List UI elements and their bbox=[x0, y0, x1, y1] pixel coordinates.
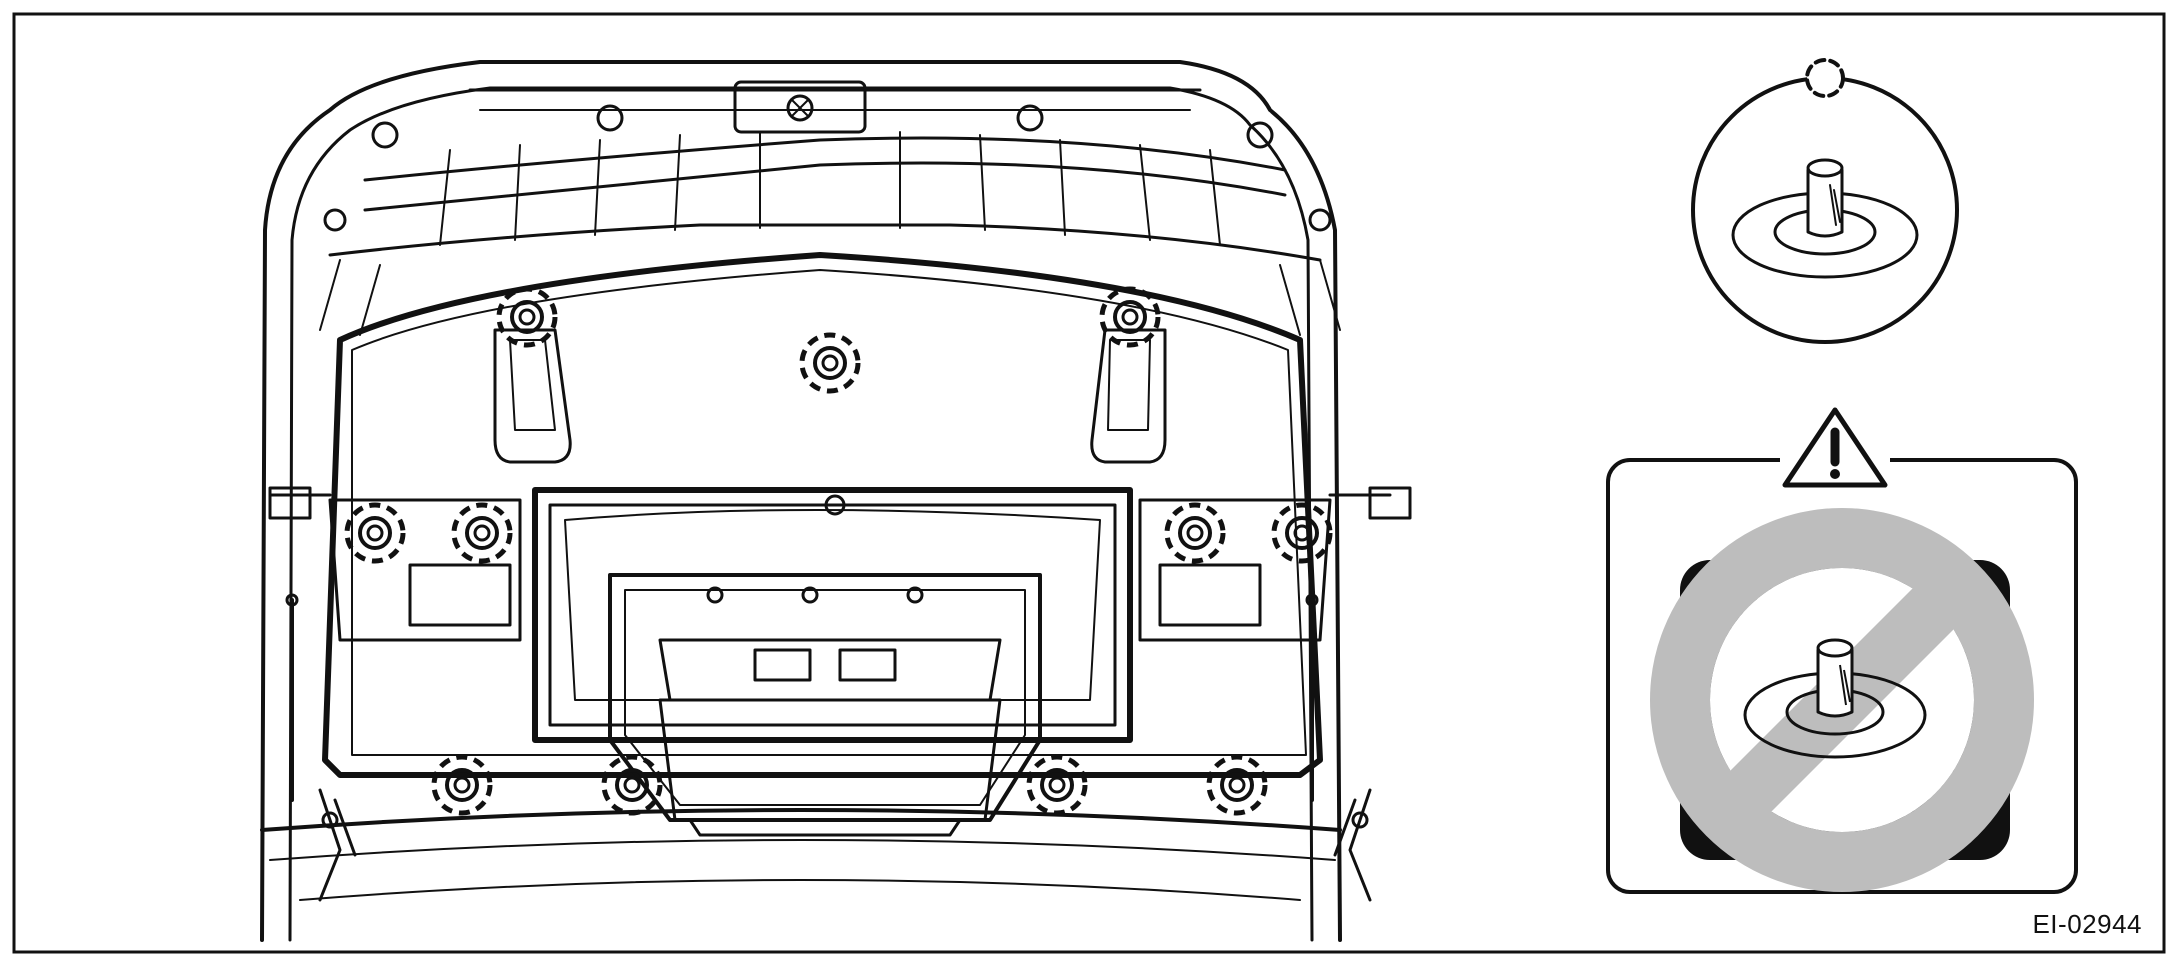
clip-marker bbox=[454, 505, 510, 561]
clip-detail-circle bbox=[1691, 58, 1959, 344]
figure-frame bbox=[12, 12, 2166, 954]
incorrect-install-panel bbox=[1606, 407, 2078, 894]
clip-marker bbox=[1274, 505, 1330, 561]
clip-marker bbox=[499, 289, 555, 345]
clip-marker bbox=[1167, 505, 1223, 561]
clip-marker bbox=[802, 335, 858, 391]
clip-marker bbox=[434, 757, 490, 813]
warning-triangle-icon bbox=[1782, 407, 1888, 488]
hood-underside bbox=[260, 60, 1412, 942]
clip-marker bbox=[1102, 289, 1158, 345]
figure-code: EI-02944 bbox=[2032, 909, 2142, 939]
clip-marker bbox=[604, 757, 660, 813]
clip-marker bbox=[347, 505, 403, 561]
detail-callout-marker bbox=[1805, 58, 1845, 98]
clip-marker bbox=[1209, 757, 1265, 813]
clip-marker bbox=[1029, 757, 1085, 813]
